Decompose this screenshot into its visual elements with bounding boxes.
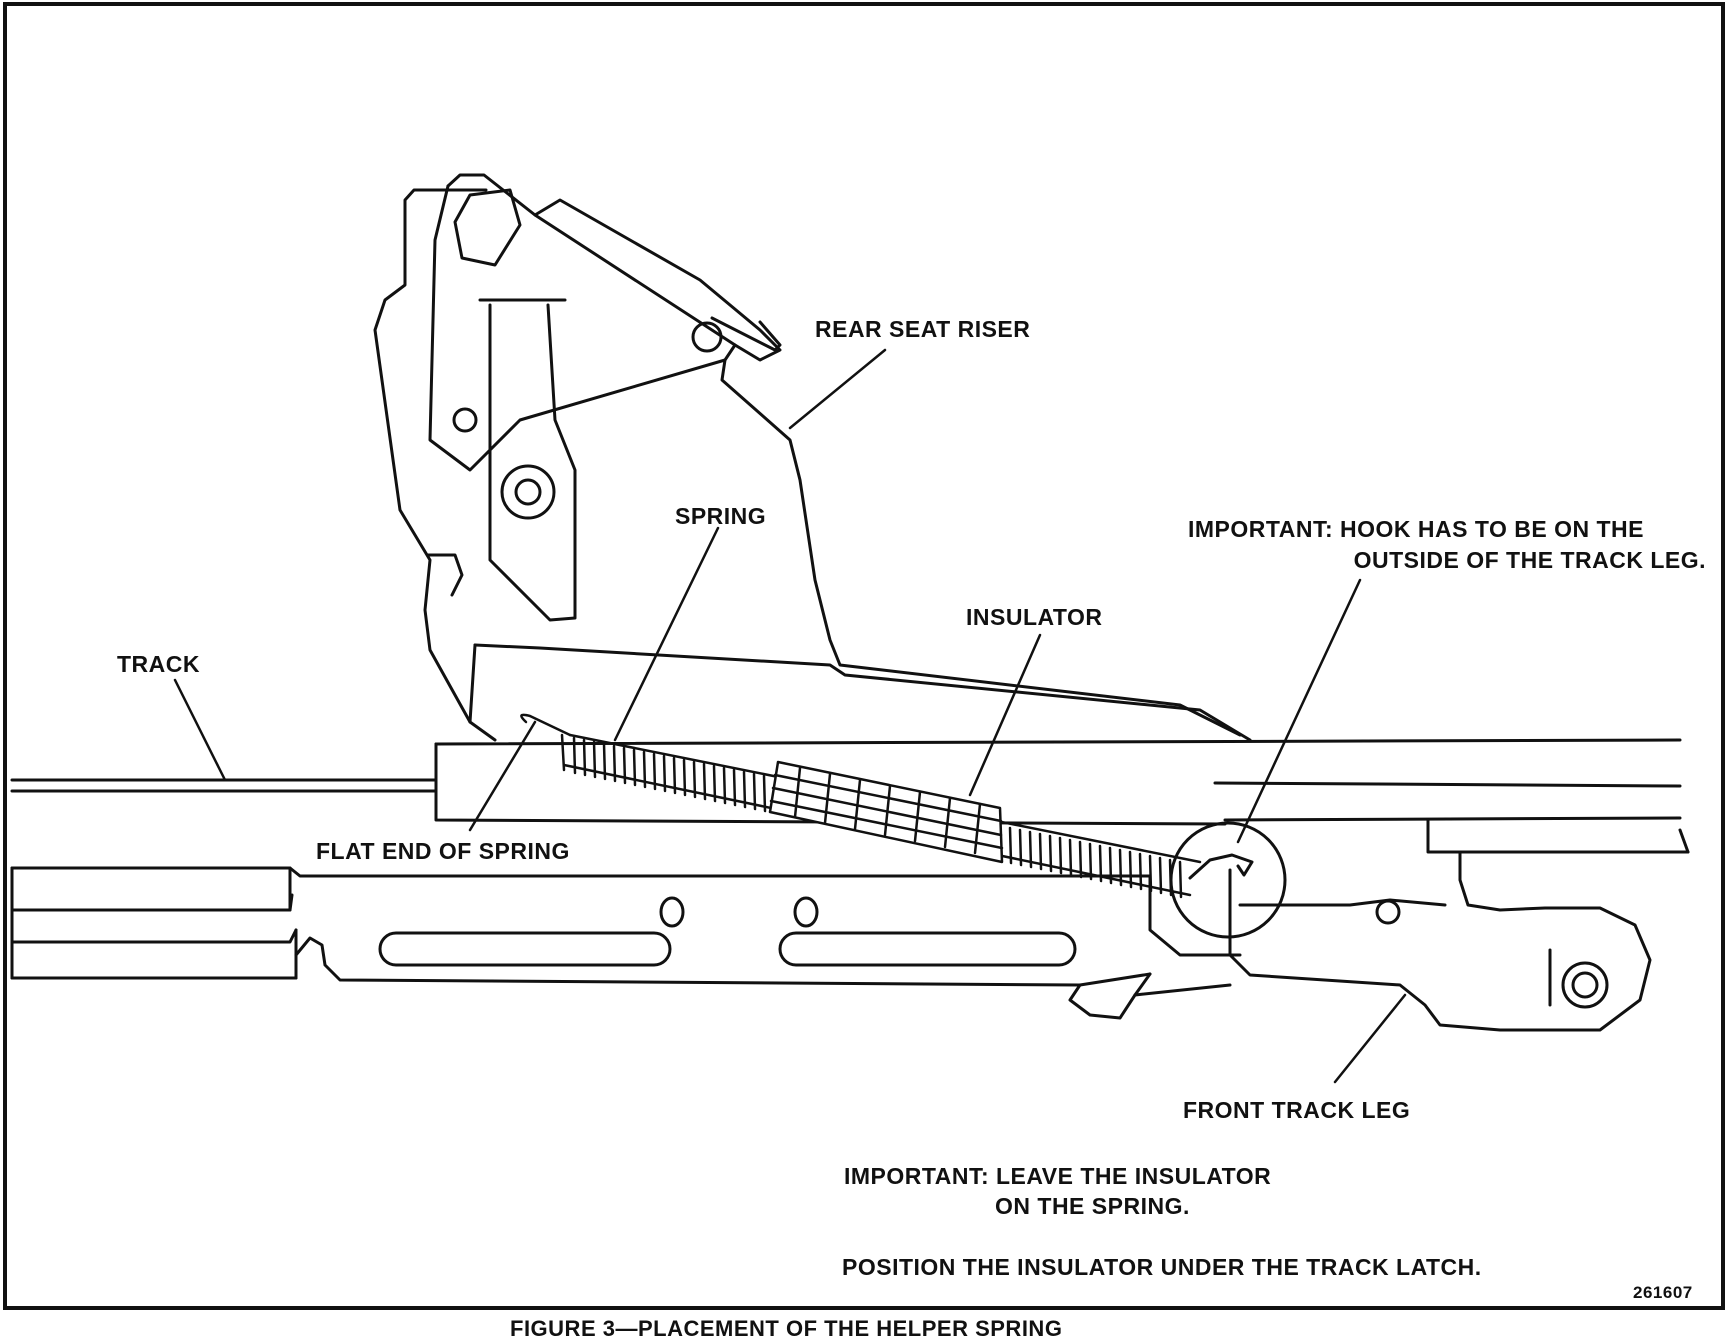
spring-coils-front [1008,826,1183,899]
spring-coils-rear [572,736,767,813]
insulator-part [768,760,1004,864]
leader-hook [1236,578,1362,844]
label-insulator-note-line2: ON THE SPRING. [995,1193,1190,1219]
rivet-right [793,896,819,928]
hook-detail-circle [1169,821,1287,939]
rear-seat-riser-part [373,173,1252,742]
label-rear-seat-riser: REAR SEAT RISER [815,316,1031,342]
label-front-track-leg: FRONT TRACK LEG [1183,1097,1411,1123]
label-hook-note-line1: IMPORTANT: HOOK HAS TO BE ON THE [1188,516,1644,542]
leader-rear-seat-riser [788,348,887,430]
leg-rivet [1375,899,1401,925]
lower-track [10,866,1152,987]
rivet-left [659,896,685,928]
figure-caption: FIGURE 3—PLACEMENT OF THE HELPER SPRING [510,1316,1063,1341]
slot-left [378,931,672,967]
leader-track [173,678,227,782]
spring-hook-part [1169,821,1287,939]
label-spring: SPRING [675,503,767,529]
label-track: TRACK [117,651,200,677]
leader-lines [173,348,1407,1084]
figure-number: 261607 [1633,1283,1693,1302]
riser-pivot-outer [500,464,556,520]
leg-pivot-inner [1571,971,1599,999]
label-insulator: INSULATOR [966,604,1103,630]
label-flat-end-of-spring: FLAT END OF SPRING [316,838,570,864]
label-position-note: POSITION THE INSULATOR UNDER THE TRACK L… [842,1254,1482,1280]
figure-border [3,2,1725,1310]
label-insulator-note-line1: IMPORTANT: LEAVE THE INSULATOR [844,1163,1272,1189]
riser-pivot-inner [514,478,542,506]
leader-front-track-leg [1333,993,1407,1084]
label-hook-note-line2: OUTSIDE OF THE TRACK LEG. [1353,547,1706,573]
riser-hole-top [691,321,723,353]
leader-insulator [968,633,1042,797]
leader-spring [613,526,720,742]
slot-right [778,931,1077,967]
front-track-leg-part [1068,850,1652,1032]
riser-hole-left [452,407,478,433]
leader-flat-end [468,720,537,832]
leg-pivot-outer [1561,961,1609,1009]
